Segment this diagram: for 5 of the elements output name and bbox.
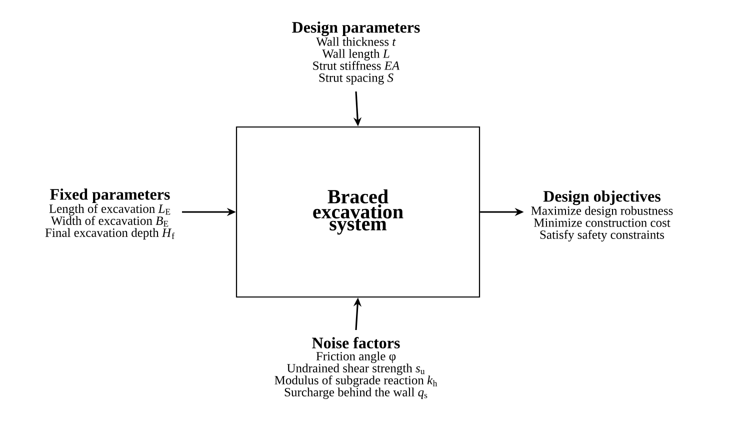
parameter-list: Fixed parameters Length of excavation L$_{E}$ Width of excavation B$_{E}$ Final excavation depth H$_{f}$ — [45, 188, 174, 240]
parameter-list: Design parameters Wall thickness t Wall length L Strut stiffness EA Strut spacing S — [292, 22, 420, 84]
objective-list: Design objectives Maximize design robustness Minimize construction cost Satisfy safety constraints — [531, 190, 673, 242]
factor-list: Noise factors Friction angle φ Undrained shear strength s$_{u}$ Modulus of subgrade reaction k$_{h}$ Surcharge behind the wall q$_{s}$ — [274, 337, 438, 399]
system-box: Braced excavation system — [236, 126, 480, 298]
